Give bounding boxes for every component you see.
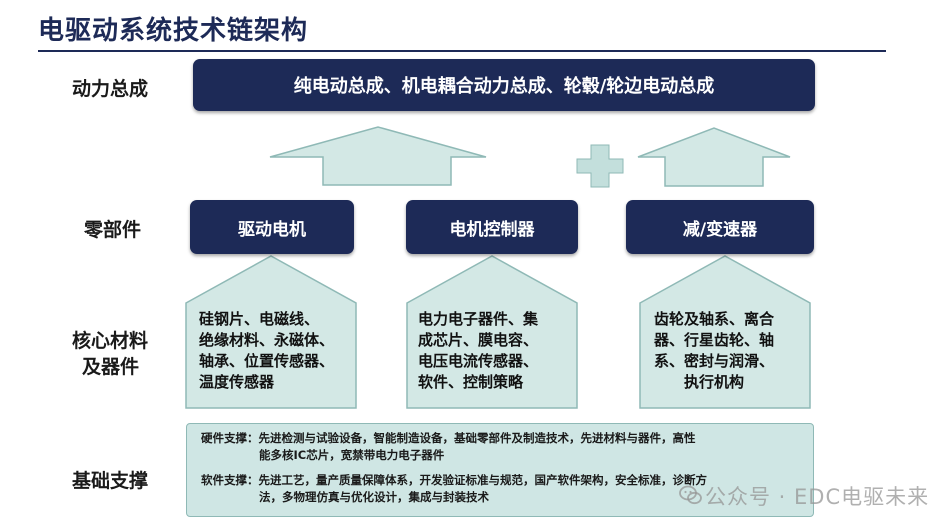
house-shape-motor [185, 255, 357, 409]
row-label-powertrain: 动力总成 [72, 78, 149, 100]
materials-motor-line-2: 绝缘材料、永磁体、 [199, 331, 335, 349]
materials-motor-line-4: 温度传感器 [199, 373, 275, 391]
hardware-support-line-1: 硬件支撑：先进检测与试验设备，智能制造设备，基础零部件及制造技术，先进材料与器件… [201, 431, 696, 445]
materials-text-controller: 电力电子器件、集 成芯片、膜电容、 电压电流传感器、 软件、控制策略 [418, 309, 538, 393]
row-label-components: 零部件 [84, 219, 142, 241]
materials-motor-line-3: 轴承、位置传感器、 [199, 352, 335, 370]
materials-controller-line-4: 软件、控制策略 [418, 373, 524, 391]
materials-reducer-line-4: 执行机构 [684, 373, 745, 391]
row-label-foundation: 基础支撑 [72, 470, 149, 492]
materials-controller-line-3: 电压电流传感器、 [418, 352, 539, 370]
software-support-line-1: 软件支撑：先进工艺，量产质量保障体系，开发验证标准与规范，国产软件架构，安全标准… [201, 473, 707, 487]
house-shape-controller [406, 255, 578, 409]
hardware-support-line-2: 能多核IC芯片，宽禁带电力电子器件 [259, 448, 445, 462]
materials-controller-line-1: 电力电子器件、集 [418, 310, 539, 328]
materials-text-reducer: 齿轮及轴系、离合 器、行星齿轮、轴 系、密封与润滑、 执行机构 [654, 309, 774, 393]
materials-controller-line-2: 成芯片、膜电容、 [418, 331, 539, 349]
row-label-core-materials-2: 及器件 [82, 356, 140, 378]
house-shape-reducer [639, 255, 811, 409]
component-label-motor: 驱动电机 [238, 219, 306, 240]
watermark-text: 公众号 · EDC电驱未来 [705, 485, 930, 509]
up-arrow-right [637, 127, 791, 187]
component-label-reducer: 减/变速器 [682, 219, 758, 240]
row-label-core-materials-1: 核心材料 [72, 330, 149, 352]
materials-reducer-line-3: 系、密封与润滑、 [654, 352, 775, 370]
page-title: 电驱动系统技术链架构 [38, 16, 309, 46]
materials-reducer-line-2: 器、行星齿轮、轴 [654, 331, 775, 349]
title-divider [38, 50, 886, 52]
materials-text-motor: 硅钢片、电磁线、 绝缘材料、永磁体、 轴承、位置传感器、 温度传感器 [199, 309, 334, 393]
component-box-controller: 电机控制器 [406, 200, 578, 254]
component-box-motor: 驱动电机 [190, 200, 354, 254]
powertrain-box-label: 纯电动总成、机电耦合动力总成、轮毂/轮边电动总成 [293, 76, 715, 97]
up-arrow-left [269, 126, 487, 186]
software-support-line-2: 法，多物理仿真与优化设计，集成与封装技术 [259, 490, 489, 504]
component-label-controller: 电机控制器 [449, 219, 535, 240]
foundation-box [186, 423, 814, 517]
wechat-icon [679, 485, 702, 505]
component-box-reducer: 减/变速器 [626, 200, 814, 254]
materials-motor-line-1: 硅钢片、电磁线、 [199, 310, 320, 328]
plus-icon [576, 144, 624, 188]
materials-reducer-line-1: 齿轮及轴系、离合 [654, 310, 775, 328]
powertrain-box: 纯电动总成、机电耦合动力总成、轮毂/轮边电动总成 [193, 59, 815, 111]
